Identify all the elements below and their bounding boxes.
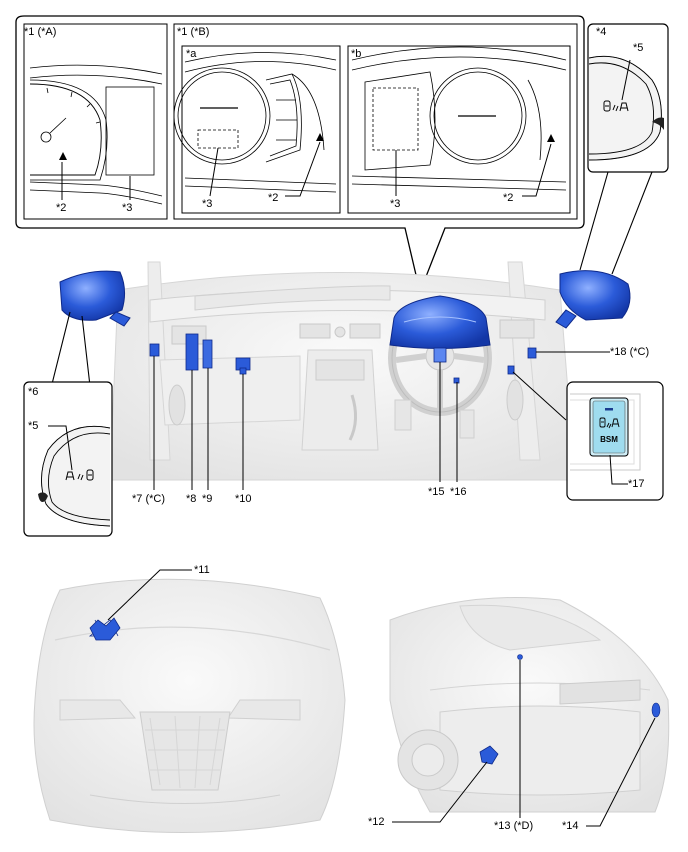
highlight-rear-sensor-top	[517, 654, 523, 660]
callout-3-left: *3	[122, 202, 133, 214]
warning-indicator-a	[59, 152, 67, 160]
front-exterior	[33, 569, 346, 833]
callout-18: *18 (*C)	[610, 346, 650, 358]
highlight-rear-sensor-left	[479, 745, 499, 765]
interior-leader-lines	[153, 351, 611, 490]
callout-a: *a	[186, 48, 197, 60]
highlight-front-sensor	[89, 617, 121, 641]
warning-indicator-b-b	[547, 134, 555, 142]
callout-17: *17	[628, 478, 645, 490]
callout-8: *8	[186, 493, 197, 505]
mirror-left-callout	[23, 311, 113, 537]
callout-1a: *1 (*A)	[24, 26, 57, 38]
highlight-rear-sensor-right	[651, 702, 661, 718]
bsm-switch-icon	[599, 417, 620, 429]
callout-4: *4	[596, 26, 607, 38]
bsm-switch-label: BSM	[600, 435, 618, 444]
callout-13: *13 (*D)	[494, 820, 534, 832]
meter-a-drawing	[30, 65, 163, 205]
warning-indicator-b-a	[316, 133, 324, 141]
highlight-mirror-left	[59, 270, 131, 327]
callout-3-b: *3	[390, 198, 401, 210]
callout-15: *15	[428, 486, 445, 498]
mirror-right-callout	[579, 23, 669, 275]
meter-b-a-drawing	[173, 52, 337, 193]
callout-2-b: *2	[503, 192, 514, 204]
callout-14: *14	[562, 820, 579, 832]
meter-b-b-drawing	[351, 46, 567, 191]
callout-3-a: *3	[202, 198, 213, 210]
callout-7: *7 (*C)	[132, 493, 166, 505]
panel-meter-b-b	[347, 45, 571, 214]
callout-5-right: *5	[633, 42, 644, 54]
panel-meter-a	[23, 23, 168, 220]
callout-1b: *1 (*B)	[177, 26, 210, 38]
meter-callout-box	[16, 16, 585, 295]
callout-16: *16	[450, 486, 467, 498]
callout-2-a: *2	[268, 192, 279, 204]
bsm-icon-left	[65, 469, 94, 481]
callout-11: *11	[194, 564, 210, 576]
callout-9: *9	[202, 493, 213, 505]
callout-12: *12	[368, 816, 385, 828]
callout-5-left: *5	[28, 420, 39, 432]
callout-10: *10	[235, 493, 252, 505]
bsm-switch-callout	[566, 381, 664, 501]
callout-2-left: *2	[56, 202, 67, 214]
callout-6: *6	[28, 386, 39, 398]
rear-exterior	[389, 597, 670, 827]
bsm-icon-right	[603, 100, 629, 112]
highlight-mirror-right	[555, 270, 631, 329]
callout-b: *b	[351, 48, 362, 60]
interior-dashboard	[109, 261, 576, 481]
highlight-meter	[389, 295, 491, 349]
